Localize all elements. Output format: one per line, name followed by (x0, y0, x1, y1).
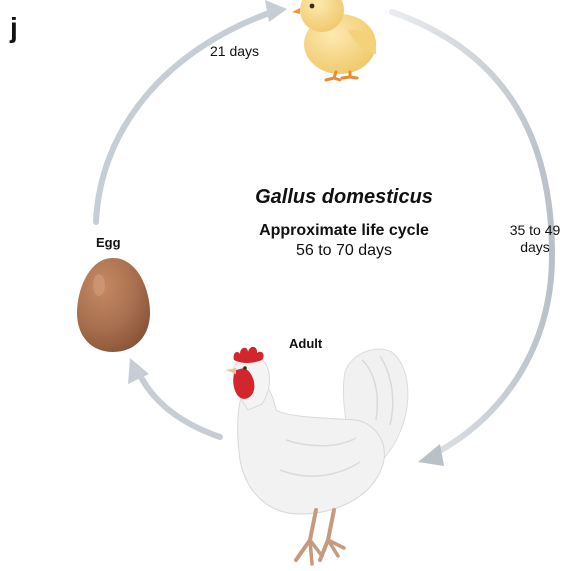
egg-label: Egg (96, 235, 121, 250)
adult-hen-illustration (226, 347, 408, 564)
chick-to-adult-duration: 35 to 49 days (500, 222, 568, 256)
chick-illustration (292, 0, 376, 80)
species-title: Gallus domesticus (246, 186, 442, 209)
egg-illustration (77, 258, 150, 352)
chick-to-adult-duration-line1: 35 to 49 (500, 222, 568, 239)
chick-to-adult-duration-line2: days (500, 239, 568, 256)
panel-letter: j (10, 12, 18, 44)
arrow-adult-to-egg (128, 358, 220, 437)
adult-label: Adult (289, 336, 322, 351)
life-cycle-subtitle: Approximate life cycle (244, 222, 444, 240)
total-duration: 56 to 70 days (244, 242, 444, 260)
egg-to-chick-duration: 21 days (210, 43, 259, 59)
